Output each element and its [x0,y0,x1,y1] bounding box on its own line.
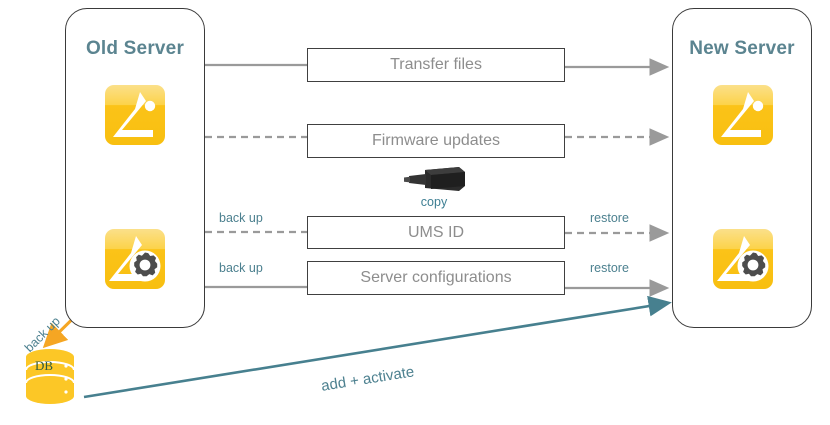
usb-copy-label: copy [420,195,448,209]
database-cylinder-icon[interactable]: DB [24,348,76,410]
old-server-ums-settings-icon[interactable] [104,228,166,290]
usb-stick-icon [399,164,469,196]
database-label: DB [35,358,53,373]
new-server-title: New Server [689,38,795,59]
old-server-ums-console-icon[interactable] [104,84,166,146]
flow-box-firmware-updates[interactable]: Firmware updates [307,124,565,158]
label-server-configurations-backup: back up [219,261,263,275]
label-ums-id-restore: restore [590,211,629,225]
flow-box-transfer-files[interactable]: Transfer files [307,48,565,82]
new-server-ums-settings-icon[interactable] [712,228,774,290]
old-server-title: Old Server [85,38,185,59]
new-server-ums-console-icon[interactable] [712,84,774,146]
label-server-configurations-restore: restore [590,261,629,275]
label-ums-id-backup: back up [219,211,263,225]
flow-box-server-configurations[interactable]: Server configurations [307,261,565,295]
add-activate-label: add + activate [320,363,416,395]
flow-box-ums-id[interactable]: UMS ID [307,216,565,249]
